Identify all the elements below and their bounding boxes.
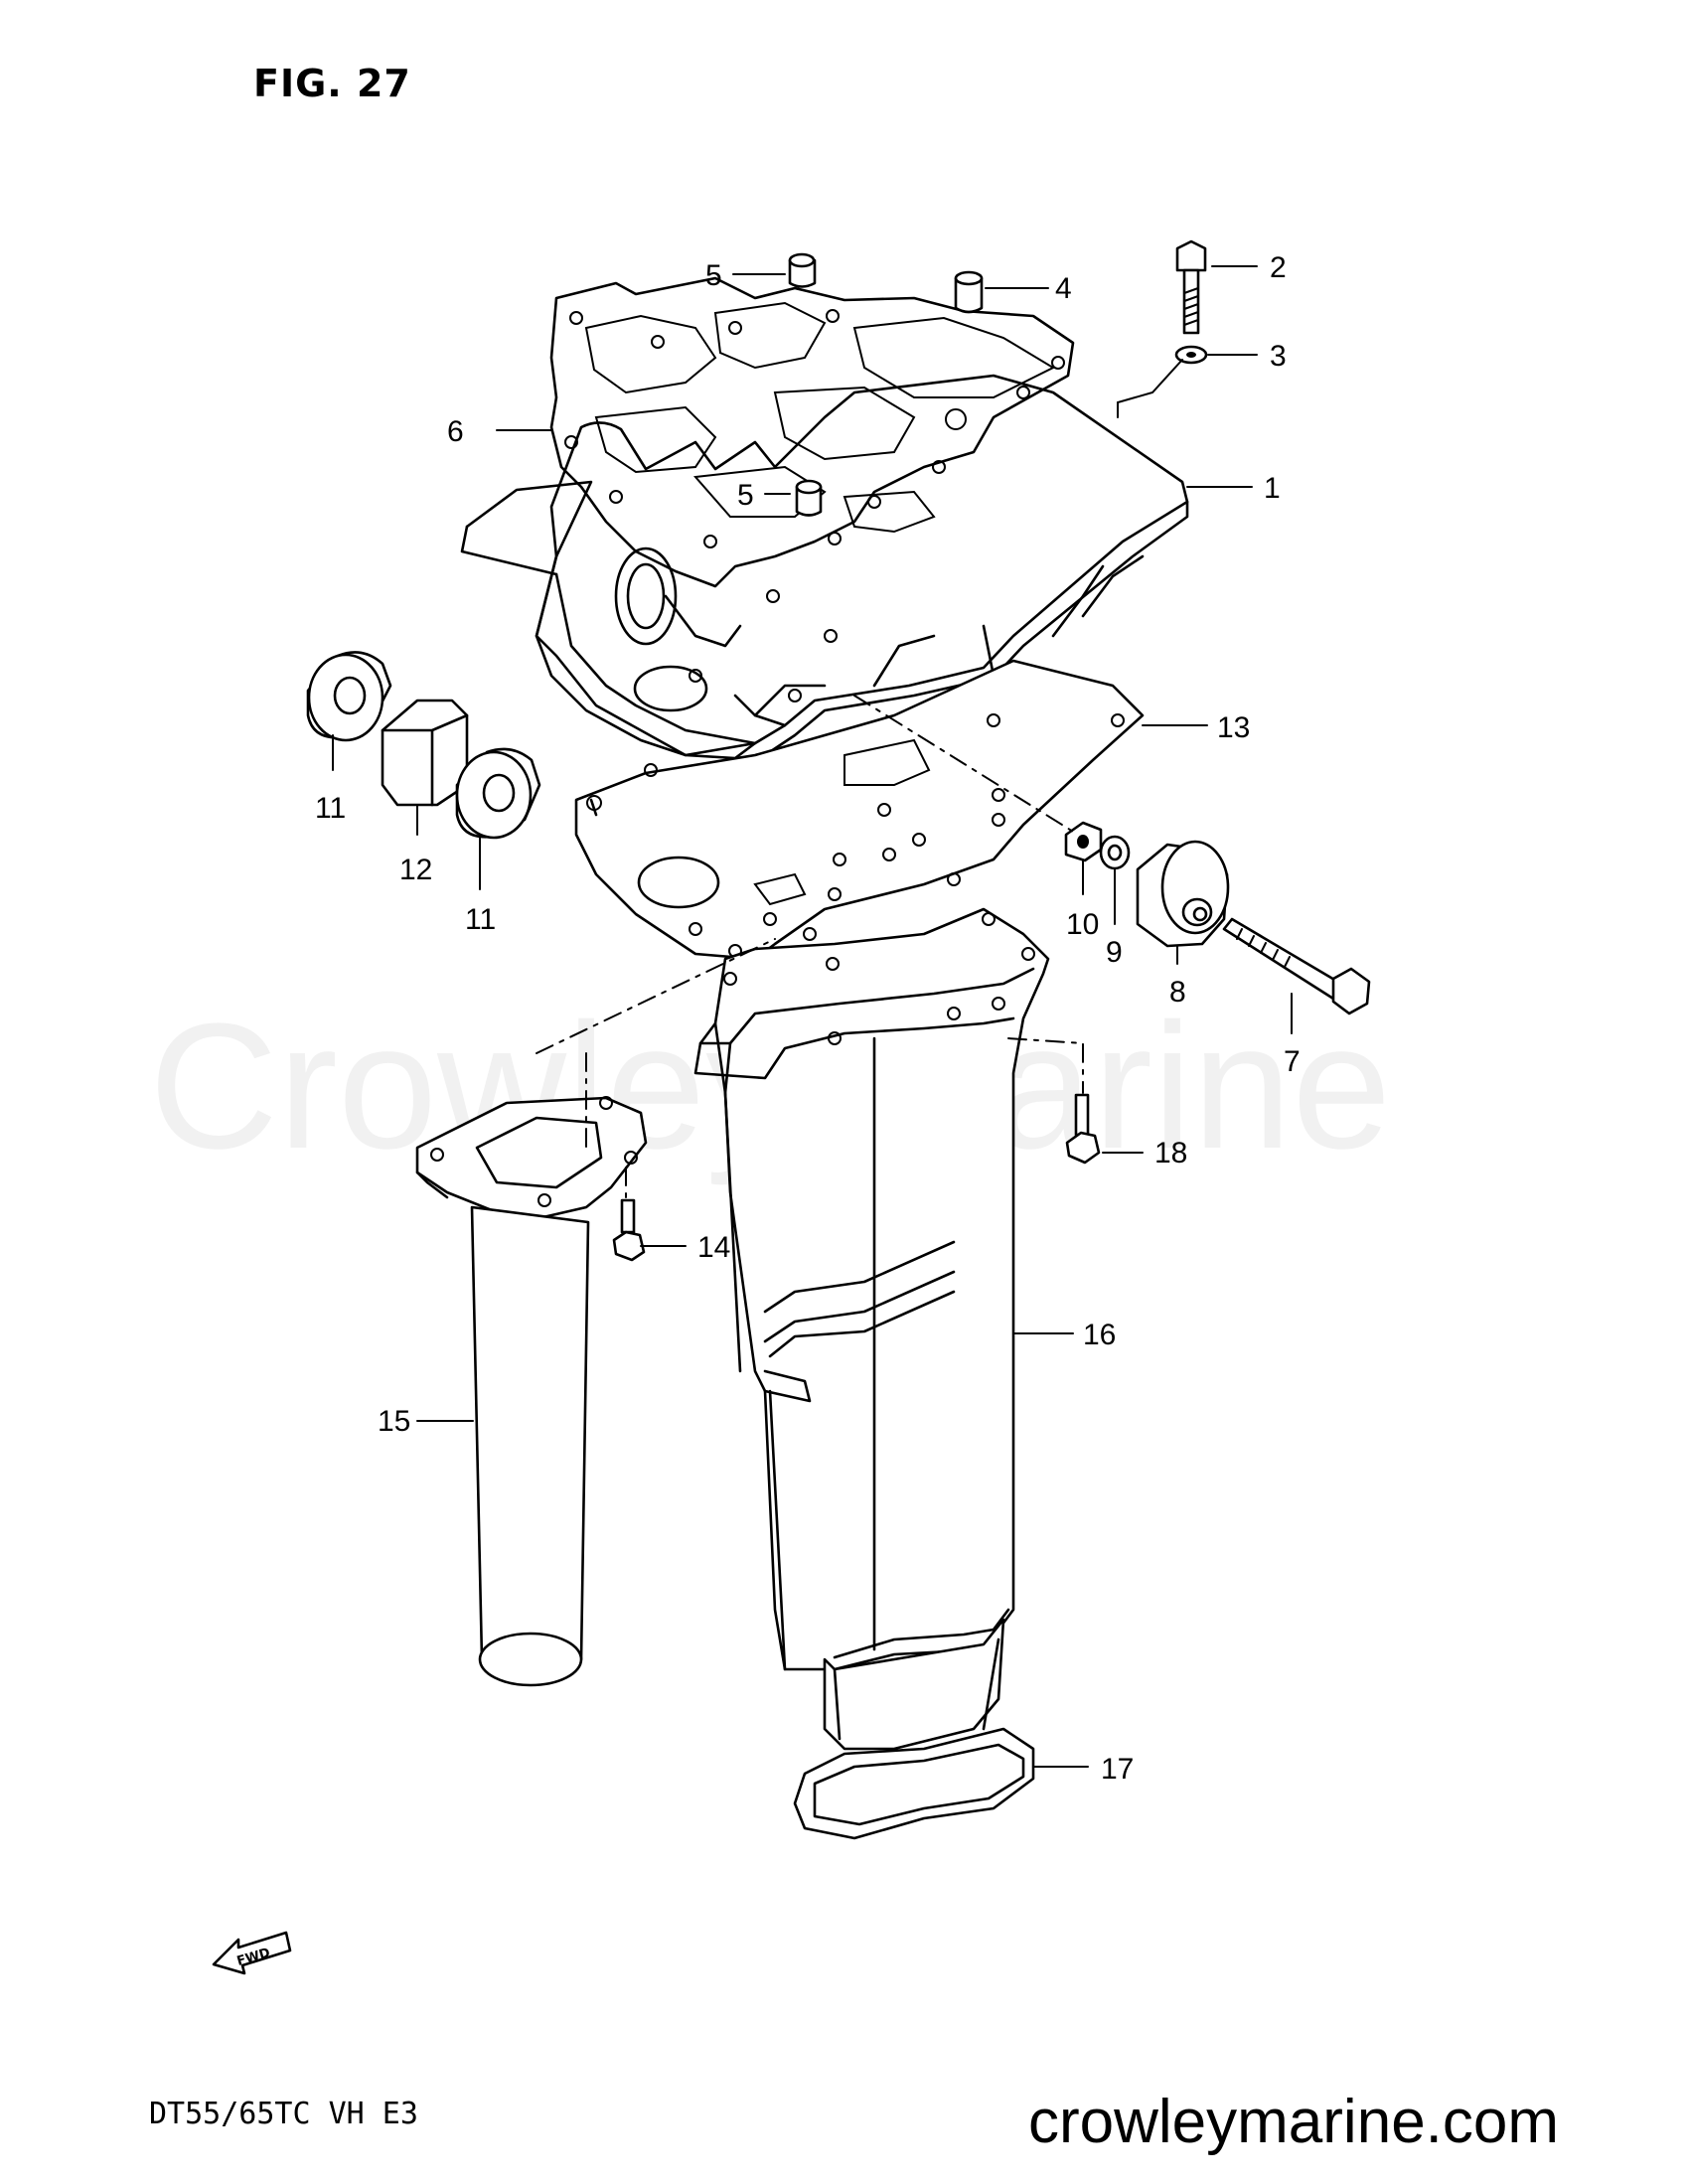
callout-13: 13	[1217, 711, 1250, 744]
website-text: crowleymarine.com	[1028, 2088, 1560, 2156]
callout-17: 17	[1101, 1753, 1134, 1786]
part-10-nut[interactable]	[1064, 821, 1103, 862]
part-2-bolt[interactable]	[1175, 239, 1207, 335]
callout-11-left: 11	[315, 792, 346, 825]
callout-3: 3	[1270, 340, 1287, 373]
callout-8: 8	[1169, 976, 1186, 1009]
part-8-mount[interactable]	[1136, 840, 1230, 948]
part-9-washer[interactable]	[1099, 835, 1131, 870]
figure-title: FIG. 27	[253, 62, 411, 105]
callout-11-right-text: 11	[465, 903, 496, 936]
callout-16: 16	[1083, 1319, 1116, 1351]
callout-12: 12	[399, 854, 432, 886]
callout-10: 10	[1066, 908, 1099, 941]
callout-14: 14	[697, 1231, 730, 1264]
callout-7: 7	[1284, 1045, 1301, 1078]
callout-5-upper: 5	[705, 259, 722, 292]
part-17-seal[interactable]	[793, 1618, 1035, 1840]
part-16-housing[interactable]	[693, 907, 1050, 1671]
fwd-arrow-icon: FWD	[212, 1931, 292, 1975]
callout-1: 1	[1264, 472, 1281, 505]
part-18-bolt[interactable]	[1065, 1093, 1101, 1165]
callout-18: 18	[1154, 1137, 1187, 1170]
callout-9: 9	[1106, 936, 1123, 969]
callout-6: 6	[447, 415, 464, 448]
callout-labels: 2 3 4 5 1 6 5 13 11 12 11 11 10 9 8 7 18…	[315, 251, 1301, 1786]
part-1-engine-holder[interactable]	[460, 276, 1189, 760]
part-4-dowel[interactable]	[954, 270, 984, 314]
model-code: DT55/65TC VH E3	[149, 2097, 418, 2131]
callout-15: 15	[378, 1405, 410, 1438]
part-12-rubber-block[interactable]	[381, 699, 469, 807]
part-7-bolt[interactable]	[1222, 917, 1371, 1015]
part-5-dowel-upper[interactable]	[788, 252, 817, 288]
part-5-dowel-center[interactable]	[795, 479, 823, 517]
part-11-mount-rubber-left[interactable]	[306, 651, 392, 742]
callout-2: 2	[1270, 251, 1287, 284]
callout-5-center: 5	[737, 479, 754, 512]
part-11-mount-rubber-right[interactable]	[455, 747, 541, 840]
part-14-bolt[interactable]	[612, 1198, 646, 1262]
part-13-gasket[interactable]	[574, 659, 1145, 961]
leader-lines	[332, 265, 1293, 1768]
part-15-exhaust-tube[interactable]	[415, 1096, 648, 1687]
part-3-washer[interactable]	[1174, 345, 1208, 365]
callout-4: 4	[1055, 272, 1072, 305]
